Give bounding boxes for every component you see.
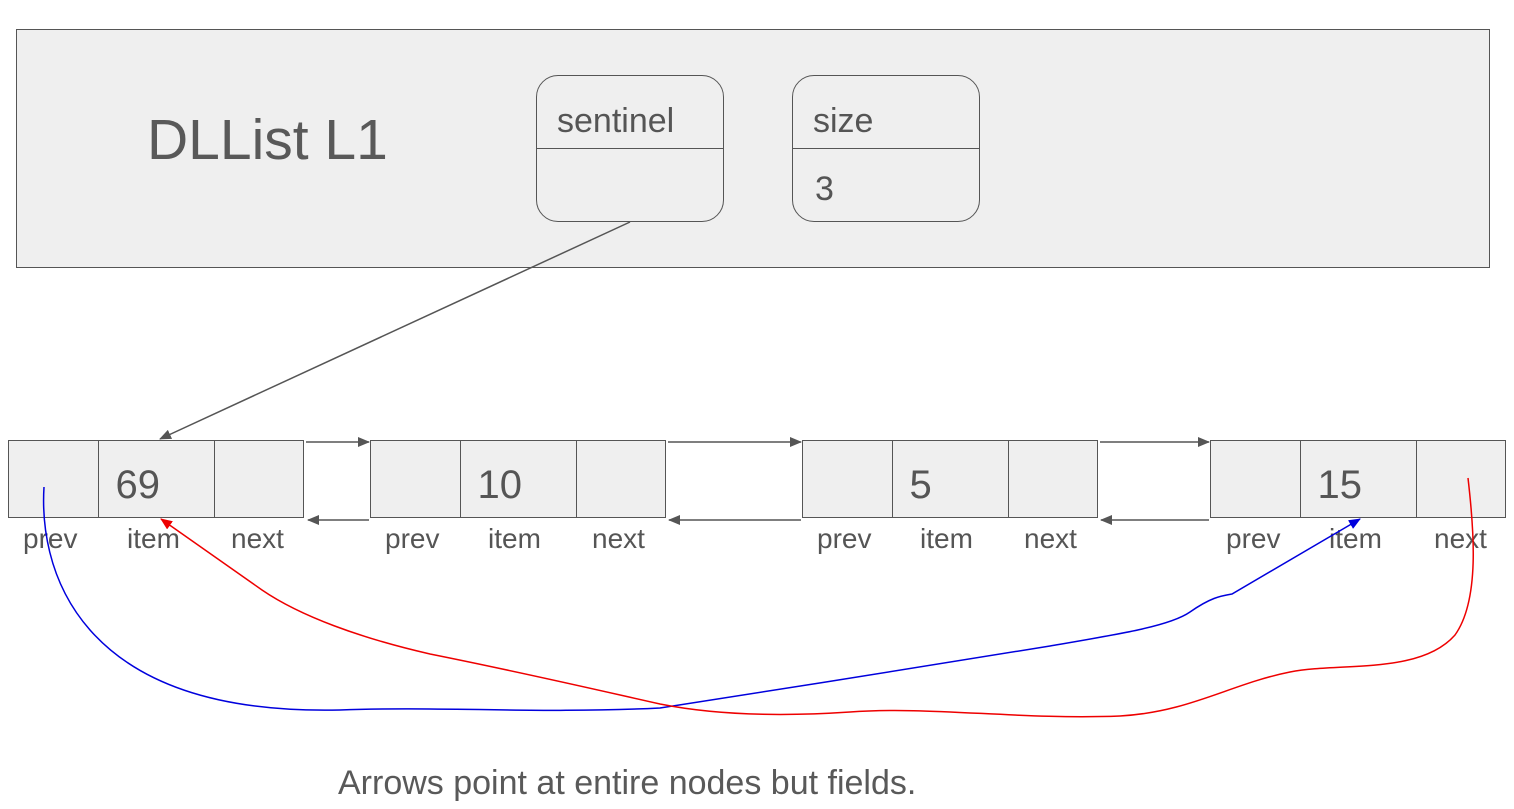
node-item-cell: 69 (97, 440, 216, 518)
node-next-cell (1008, 440, 1098, 518)
next-label: next (592, 523, 645, 554)
sentinel-prev-link (42, 486, 1361, 712)
node-item-cell: 15 (1299, 440, 1418, 518)
size-field: size 3 (792, 75, 980, 222)
node-sentinel: 69 (8, 440, 304, 518)
item-label: item (1329, 523, 1382, 554)
last-next-link (160, 477, 1475, 718)
item-label: item (920, 523, 973, 554)
node-next-cell (1416, 440, 1506, 518)
dllist-object (16, 29, 1490, 268)
node-prev-cell (1210, 440, 1301, 518)
node-3: 15 (1210, 440, 1506, 518)
node-prev-cell (8, 440, 99, 518)
next-label: next (1024, 523, 1077, 554)
node-item-value: 69 (115, 463, 161, 507)
prev-label: prev (1226, 523, 1281, 554)
prev-label: prev (23, 523, 78, 554)
item-label: item (488, 523, 541, 554)
field-divider (793, 148, 979, 149)
prev-label: prev (817, 523, 872, 554)
node-2: 5 (802, 440, 1098, 518)
node-1: 10 (370, 440, 666, 518)
node-item-cell: 10 (459, 440, 578, 518)
size-field-value: 3 (815, 170, 834, 208)
prev-label: prev (385, 523, 440, 554)
sentinel-field-label: sentinel (557, 102, 675, 140)
node-item-value: 5 (909, 463, 932, 507)
node-item-value: 15 (1317, 463, 1363, 507)
node-item-value: 10 (477, 463, 523, 507)
node-prev-cell (370, 440, 461, 518)
sentinel-field: sentinel (536, 75, 724, 222)
dllist-title: DLList L1 (147, 108, 388, 172)
node-prev-cell (802, 440, 893, 518)
next-label: next (231, 523, 284, 554)
next-label: next (1434, 523, 1487, 554)
node-next-cell (214, 440, 304, 518)
field-divider (537, 148, 723, 149)
caption: Arrows point at entire nodes but fields. (338, 764, 917, 802)
sentinel-pointer-arrow (159, 221, 631, 440)
size-field-label: size (813, 102, 874, 140)
node-item-cell: 5 (891, 440, 1010, 518)
node-next-cell (576, 440, 666, 518)
